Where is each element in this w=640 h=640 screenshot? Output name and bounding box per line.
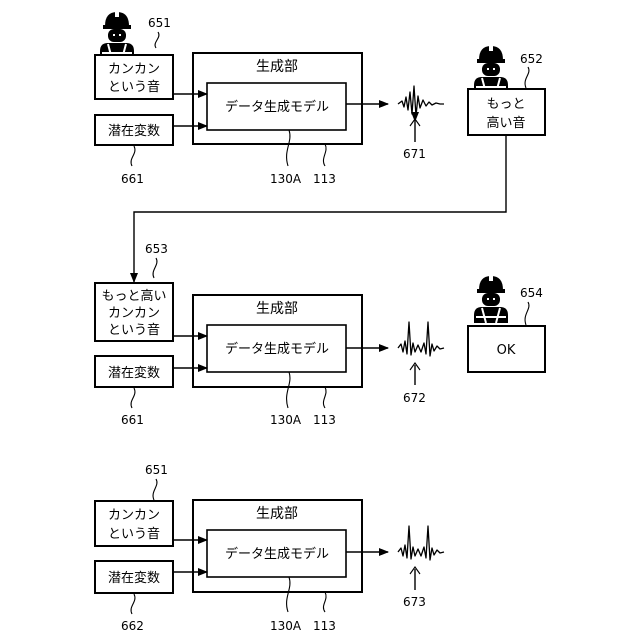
ref-130A: 130A	[270, 413, 302, 427]
waveform-icon	[398, 322, 444, 356]
input-line-2: カンカン	[108, 306, 160, 321]
ref-113: 113	[313, 172, 336, 186]
data-generation-model-label: データ生成モデル	[225, 99, 329, 115]
data-generation-model-label: データ生成モデル	[225, 546, 329, 562]
panel-3: 651 カンカン という音 潜在変数 662 生成部 データ生成モデル 130A…	[95, 463, 444, 633]
worker-icon	[474, 45, 508, 93]
ref-654: 654	[520, 286, 543, 300]
leader-662	[131, 594, 135, 614]
input-line-1: カンカン	[108, 508, 160, 523]
leader-113	[323, 387, 326, 408]
data-generation-model-label: データ生成モデル	[225, 341, 329, 357]
ref-652: 652	[520, 52, 543, 66]
leader-653	[153, 258, 157, 278]
leader-113	[323, 144, 326, 166]
input-line-2: という音	[108, 79, 160, 95]
ref-661: 661	[121, 413, 144, 427]
generation-unit-label: 生成部	[256, 59, 298, 75]
feedback-line-1: もっと	[486, 97, 525, 112]
feedback-ok-label: OK	[497, 343, 516, 358]
panel-1: 651 カンカン という音 潜在変数 661 生成部 データ生成モデル 130A…	[95, 11, 545, 186]
leader-652	[525, 67, 529, 88]
ref-671: 671	[403, 147, 426, 161]
ref-113: 113	[313, 413, 336, 427]
ref-651: 651	[148, 16, 171, 30]
ref-130A: 130A	[270, 619, 302, 633]
input-line-2: という音	[108, 526, 160, 542]
leader-651	[153, 479, 157, 500]
ref-653: 653	[145, 242, 168, 256]
worker-icon	[474, 275, 508, 323]
latent-variable-label: 潜在変数	[108, 365, 160, 381]
ref-661: 661	[121, 172, 144, 186]
waveform-icon	[398, 526, 444, 560]
worker-icon	[100, 11, 134, 59]
ref-651: 651	[145, 463, 168, 477]
feedback-loop-arrow	[134, 135, 506, 282]
leader-113	[323, 592, 326, 612]
ref-113: 113	[313, 619, 336, 633]
feedback-line-2: 高い音	[486, 115, 525, 131]
leader-661	[131, 388, 135, 408]
generation-unit-label: 生成部	[256, 506, 298, 522]
generation-unit-label: 生成部	[256, 301, 298, 317]
ref-672: 672	[403, 391, 426, 405]
waveform-icon	[398, 86, 444, 116]
leader-651	[155, 32, 159, 48]
input-line-1: カンカン	[108, 62, 160, 77]
ref-673: 673	[403, 595, 426, 609]
leader-661	[131, 146, 135, 166]
ref-662: 662	[121, 619, 144, 633]
latent-variable-label: 潜在変数	[108, 123, 160, 139]
ref-130A: 130A	[270, 172, 302, 186]
latent-variable-label: 潜在変数	[108, 570, 160, 586]
input-line-3: という音	[108, 322, 160, 338]
leader-654	[525, 302, 529, 325]
panel-2: 653 もっと高い カンカン という音 潜在変数 661 生成部 データ生成モデ…	[95, 242, 545, 427]
input-line-1: もっと高い	[101, 288, 166, 304]
